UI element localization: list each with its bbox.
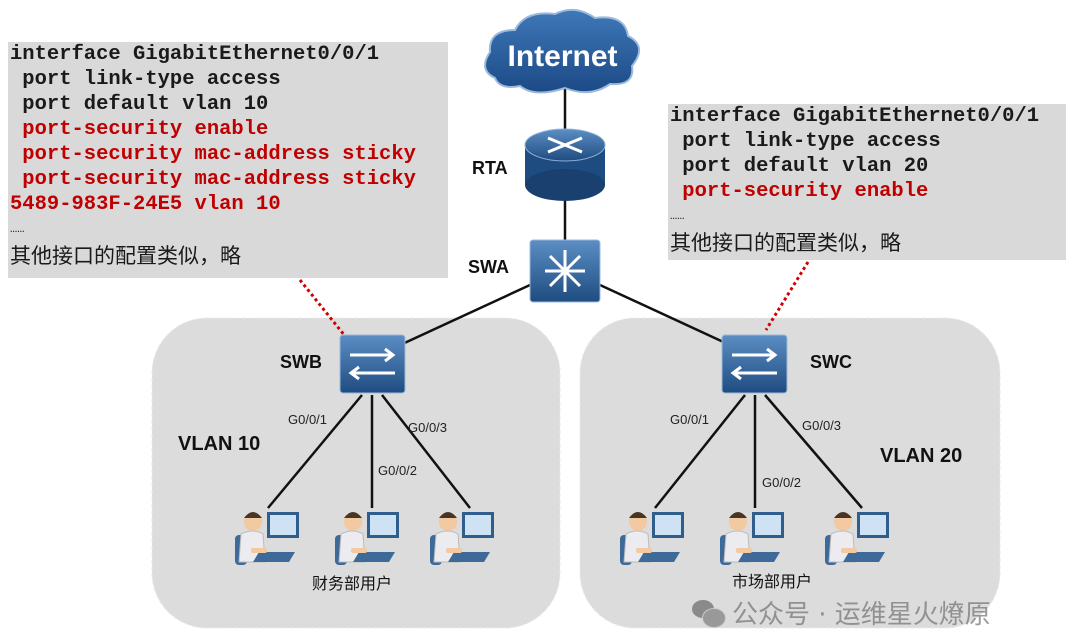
internet-label: Internet <box>507 40 618 73</box>
port-label: G0/0/2 <box>762 475 802 490</box>
config-line: port default vlan 20 <box>670 155 929 178</box>
user-pc-icon <box>430 512 494 565</box>
port-label: G0/0/3 <box>802 418 842 433</box>
config-note: 其他接口的配置类似，略 <box>10 244 241 268</box>
access-switch-swc-icon <box>721 334 788 394</box>
config-pointers <box>298 261 810 337</box>
config-line: interface GigabitEthernet0/0/1 <box>10 43 380 66</box>
config-ellipsis: …… <box>670 209 685 223</box>
router-icon <box>524 128 606 201</box>
user-pc-icon <box>620 512 684 565</box>
config-ellipsis: …… <box>10 222 25 236</box>
left-config-box: interface GigabitEthernet0/0/1 port link… <box>8 42 448 278</box>
user-pc-icon <box>825 512 889 565</box>
config-line-highlight: port-security enable <box>670 180 929 203</box>
config-line-highlight: port-security mac-address sticky <box>10 143 416 166</box>
watermark: 公众号 · 运维星火燎原 <box>732 600 991 630</box>
config-line-highlight: 5489-983F-24E5 vlan 10 <box>10 193 281 216</box>
port-label: G0/0/1 <box>670 412 710 427</box>
config-line-highlight: port-security enable <box>10 118 269 141</box>
port-label: G0/0/2 <box>378 463 418 478</box>
config-line-highlight: port-security mac-address sticky <box>10 168 416 191</box>
wechat-icon <box>692 600 726 628</box>
vlan10-label: VLAN 10 <box>178 433 261 455</box>
vlan20-label: VLAN 20 <box>880 445 963 467</box>
swa-label: SWA <box>468 257 510 277</box>
config-note: 其他接口的配置类似，略 <box>670 231 901 255</box>
swb-label: SWB <box>280 352 322 372</box>
finance-users-label: 财务部用户 <box>312 574 393 593</box>
port-label: G0/0/3 <box>408 420 448 435</box>
marketing-users-label: 市场部用户 <box>732 572 813 591</box>
config-line: port link-type access <box>670 130 941 153</box>
port-label: G0/0/1 <box>288 412 328 427</box>
rta-label: RTA <box>472 158 508 178</box>
internet-cloud-icon <box>484 8 640 94</box>
user-pc-icon <box>235 512 299 565</box>
core-switch-icon <box>529 239 601 303</box>
access-switch-swb-icon <box>339 334 406 394</box>
config-line: port link-type access <box>10 68 281 91</box>
vlan20-group-area <box>579 317 1001 629</box>
swc-label: SWC <box>810 352 852 372</box>
user-pc-icon <box>720 512 784 565</box>
config-line: port default vlan 10 <box>10 93 269 116</box>
user-pc-icon <box>335 512 399 565</box>
config-line: interface GigabitEthernet0/0/1 <box>670 105 1040 128</box>
links <box>267 85 863 509</box>
right-config-box: interface GigabitEthernet0/0/1 port link… <box>668 104 1066 260</box>
